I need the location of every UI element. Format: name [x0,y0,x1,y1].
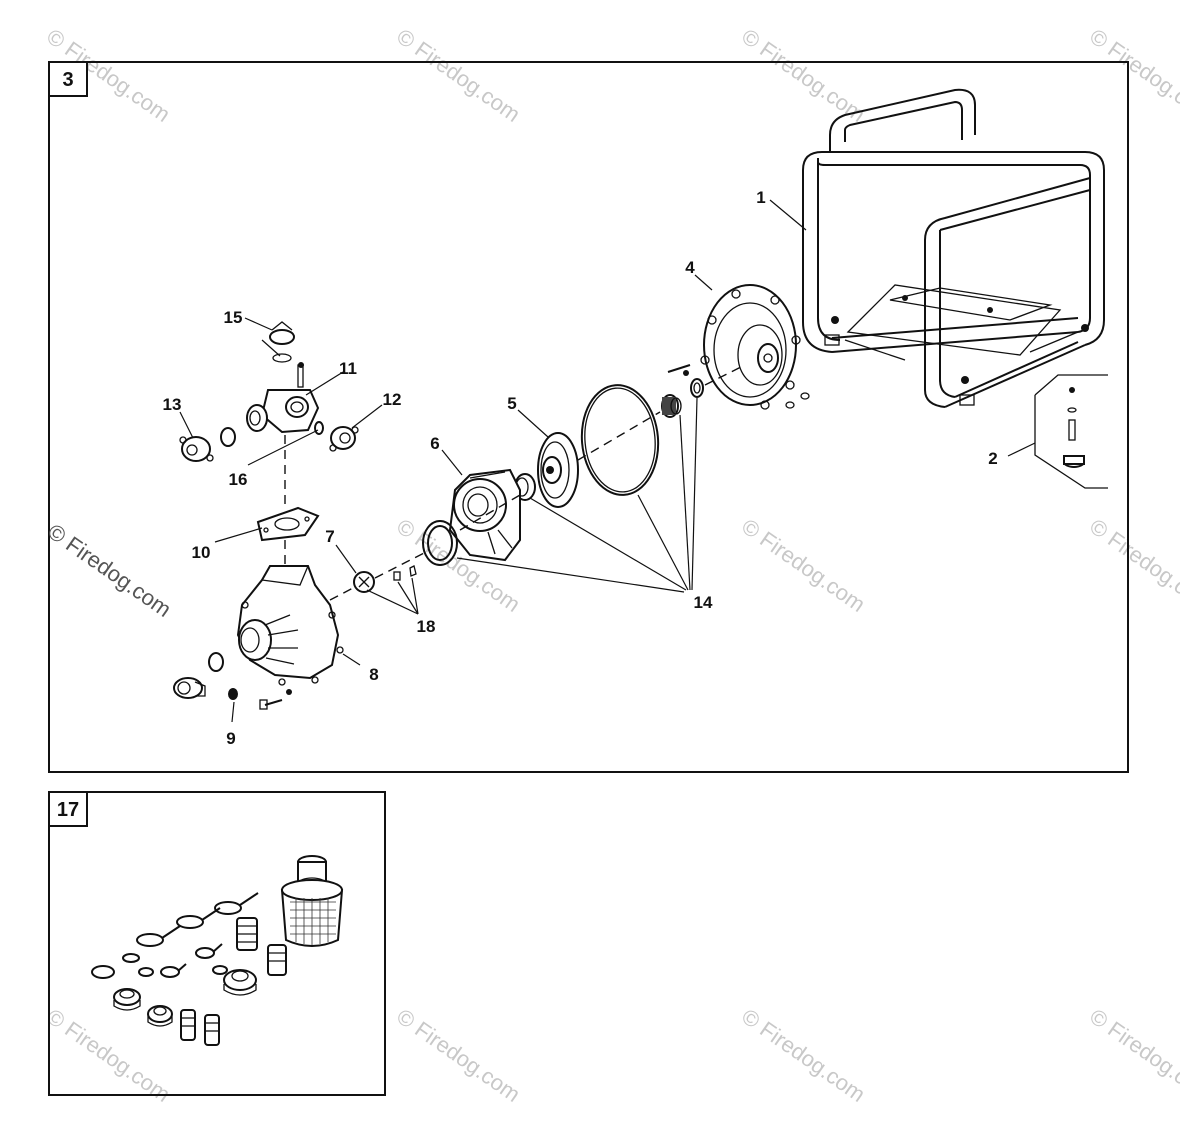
suction-fitting [173,652,224,699]
main-panel-border [48,61,1129,773]
callout-9: 9 [226,729,235,748]
callout-5: 5 [507,394,516,413]
watermark: © Firedog.com [737,24,870,127]
watermark-layer: © Firedog.com © Firedog.com © Firedog.co… [42,24,1180,1107]
callout-6: 6 [430,434,439,453]
watermark: © Firedog.com [1085,1004,1180,1107]
couplings [113,969,257,1027]
impeller [537,432,579,508]
main-panel-label-box [48,61,88,97]
o-ring-large-inner [584,387,656,493]
hose-barbs [180,917,287,1046]
volute [448,468,521,562]
plate [353,571,375,593]
callout-4: 4 [685,258,695,277]
accessory-panel-label-box [48,791,88,827]
port-right [329,426,359,452]
flange-gasket [256,506,320,542]
watermark: © Firedog.com [737,1004,870,1107]
o-ring-small [220,427,236,447]
bolt [667,364,691,376]
main-panel: 3 © Firedog.com [43,61,1129,773]
callouts: 1 2 4 5 6 7 8 9 10 11 12 13 14 15 16 18 [163,188,998,748]
callout-15: 15 [224,308,243,327]
callout-14: 14 [694,593,713,612]
mechanical-seal [661,378,704,418]
callout-12: 12 [383,390,402,409]
discharge-tee [246,362,320,434]
callout-2: 2 [988,449,997,468]
pump-housing [236,565,344,686]
callout-8: 8 [369,665,378,684]
callout-10: 10 [192,543,211,562]
assembly-axes [284,364,746,601]
port-left [179,436,214,462]
main-panel-label: 3 [62,69,73,91]
fill-cap [269,321,295,363]
callout-18: 18 [417,617,436,636]
gaskets [91,953,228,979]
key-hardware [393,565,417,581]
accessory-panel-label: 17 [57,799,79,821]
callout-1: 1 [756,188,765,207]
callout-7: 7 [325,527,334,546]
o-ring-small [314,421,324,435]
hose-clamps [136,892,259,978]
gasket-ring [422,520,458,566]
watermark: © Firedog.com [737,514,870,617]
suction-strainer [280,855,344,947]
housing-bolts [228,688,292,710]
callout-16: 16 [229,470,248,489]
watermark: © Firedog.com [43,519,176,622]
watermark: © Firedog.com [1085,24,1180,127]
callout-13: 13 [163,395,182,414]
watermark: © Firedog.com [1085,514,1180,617]
callout-11: 11 [339,359,357,378]
accessory-panel: 17 [48,791,386,1096]
mount-hardware [1034,374,1108,489]
watermark: © Firedog.com [392,1004,525,1107]
back-cover [700,284,810,410]
o-ring-large [580,384,660,496]
pump-frame [802,88,1105,408]
leader-lines [179,199,1036,723]
watermark: © Firedog.com [392,24,525,127]
accessory-panel-border [48,791,386,1096]
